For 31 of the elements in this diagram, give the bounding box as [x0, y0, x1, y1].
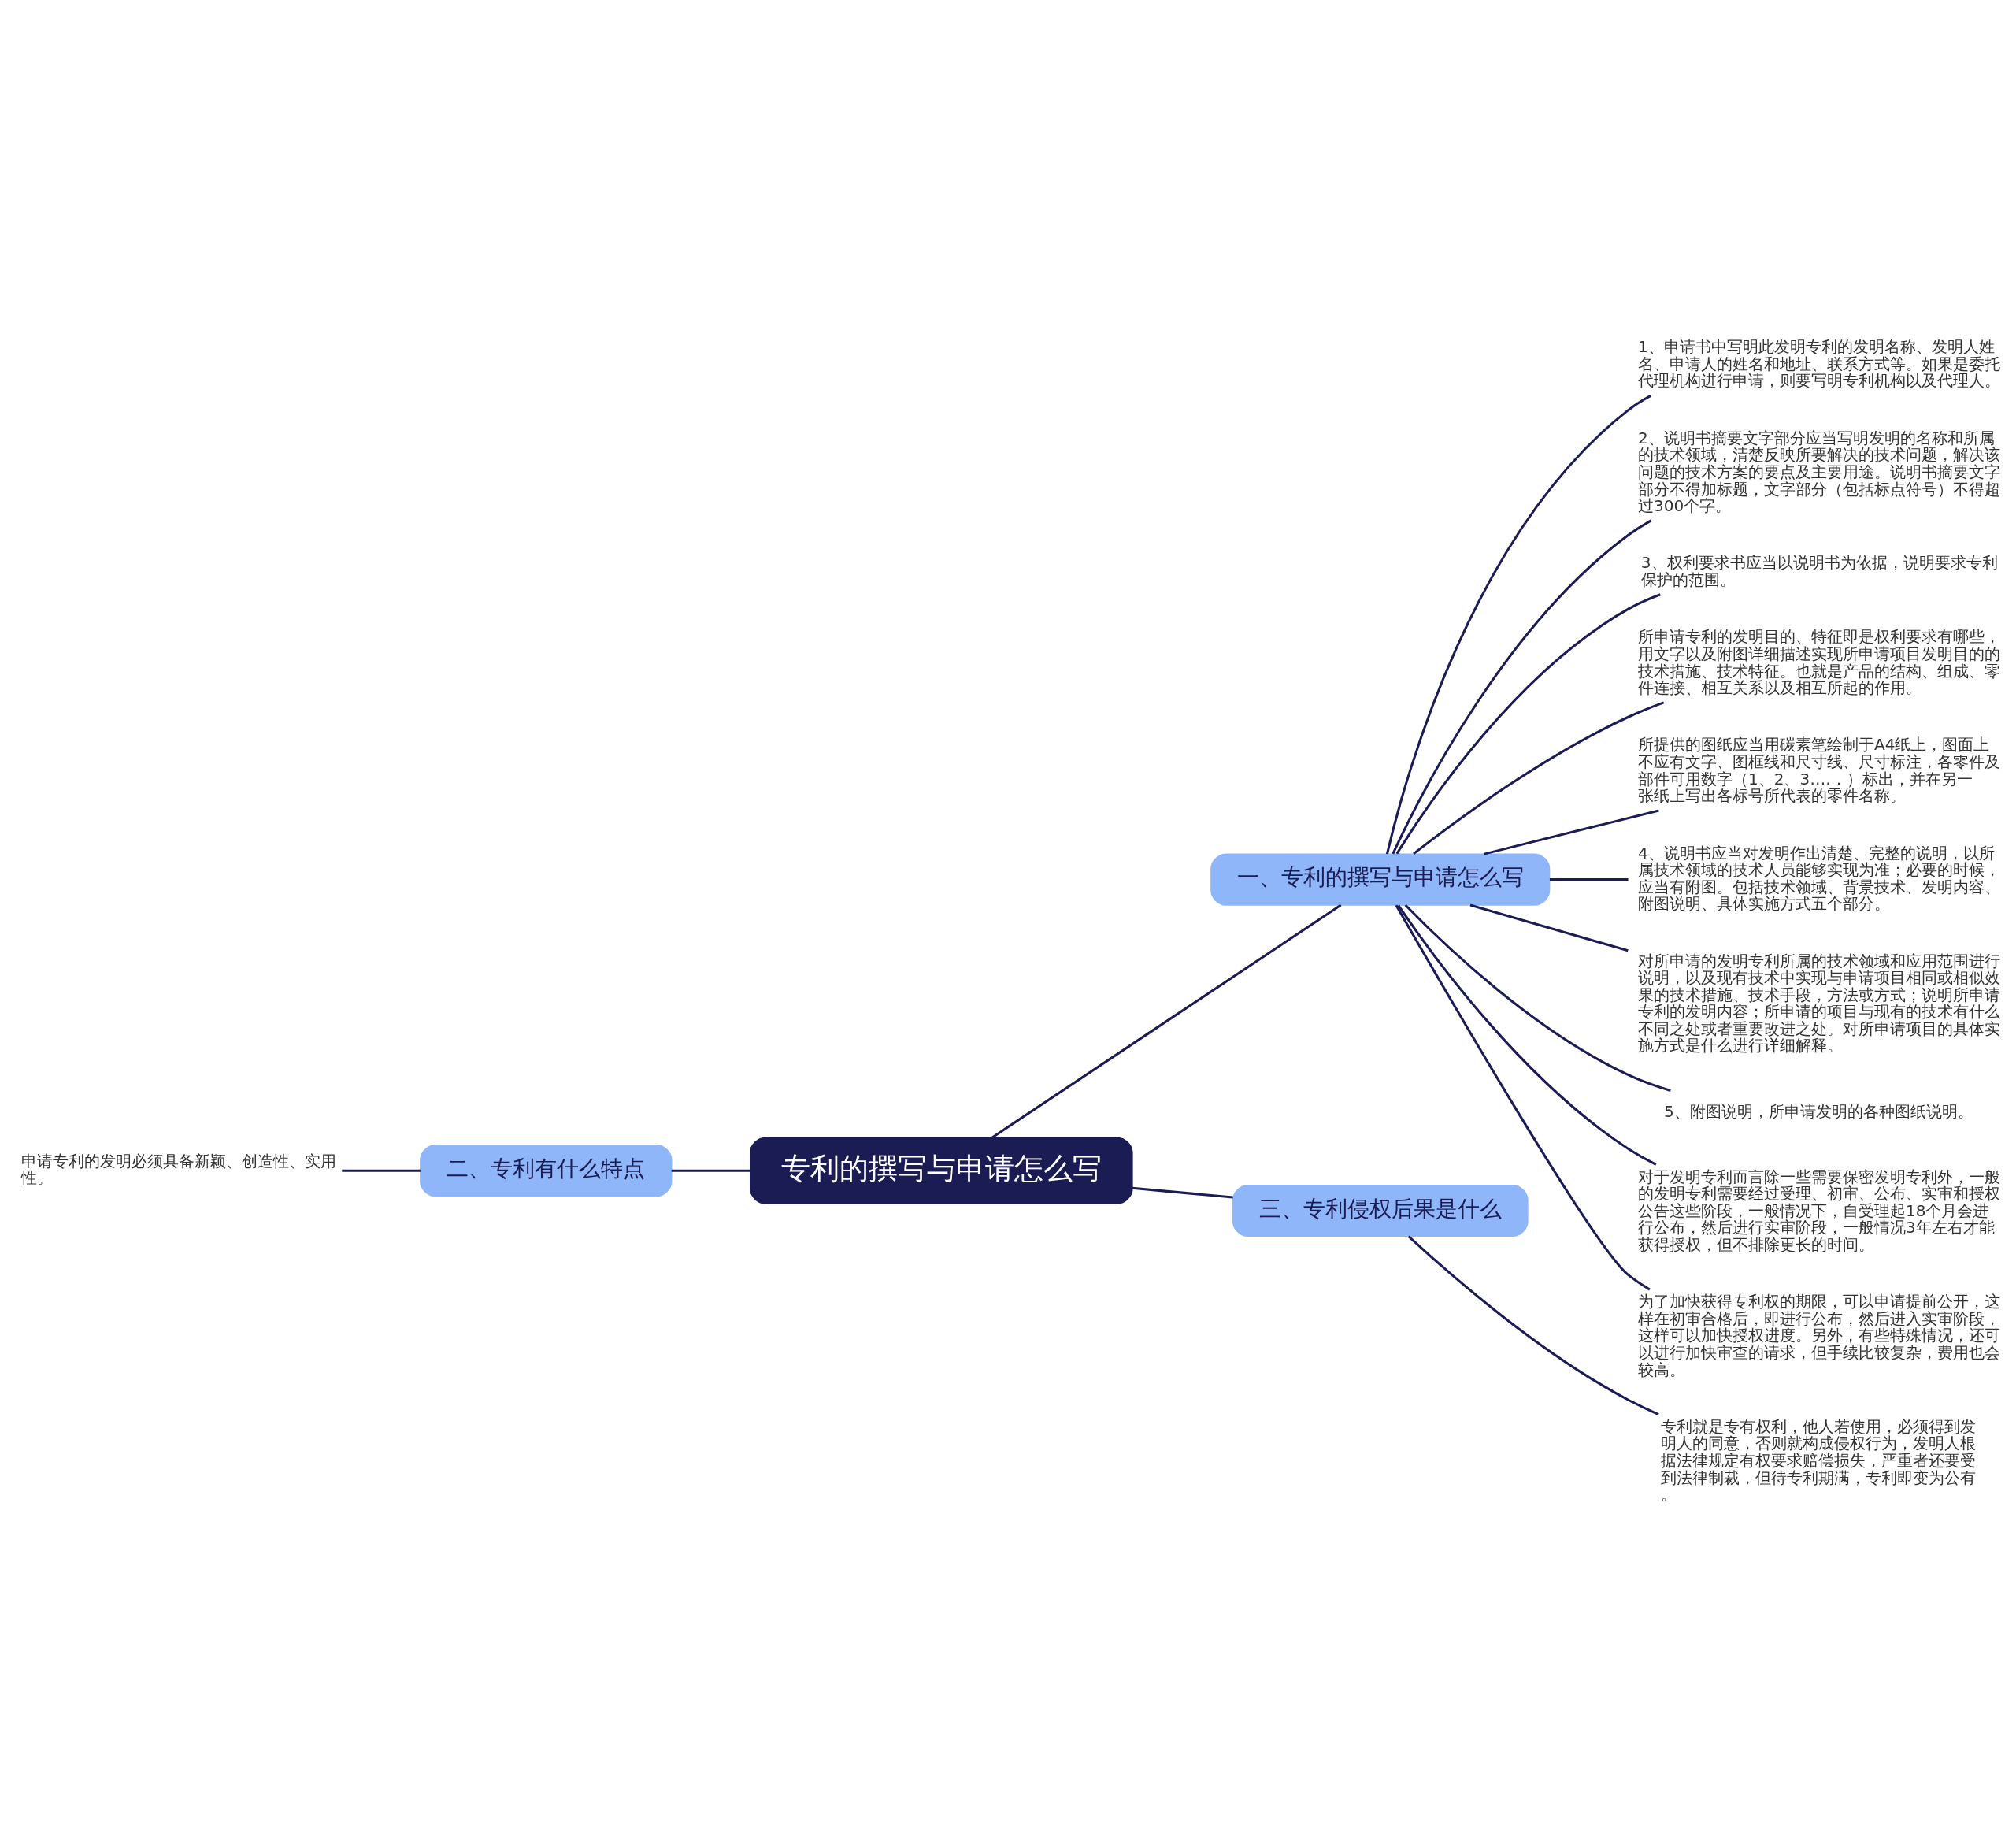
connector — [1484, 809, 1659, 855]
node-text: 申请专利的发明必须具备新颖、创造性、实用性。 — [21, 1151, 337, 1188]
connector — [1395, 904, 1651, 1291]
node-text: 对所申请的发明专利所属的技术领域和应用范围进行说明，以及现有技术中实现与申请项目相同或相似效果的技术措施、技术手段，方法或方式；说明所申请专利的发明内容；所申请的项目与现有的技术有什么不同之处或者重要改进之处。对所申请项目的具体实施方式是什么进行详细解释。 — [1638, 951, 2001, 1056]
node-text: 1、申请书中写明此发明专利的发明名称、发明人姓名、申请人的姓名和地址、联系方式等。如果是委托代理机构进行申请，则要写明专利机构以及代理人。 — [1638, 337, 2001, 391]
connector — [1404, 903, 1671, 1092]
connector — [1407, 1235, 1659, 1415]
node-text: 所申请专利的发明目的、特征即是权利要求有哪些，用文字以及附图详细描述实现所申请项目发明目的的技术措施、技术特征。也就是产品的结构、组成、零件连接、相互关系以及相互所起的作用。 — [1638, 627, 2001, 698]
connector — [342, 1169, 421, 1172]
node-text: 为了加快获得专利权的期限，可以申请提前公开，这样在初审合格后，即进行公布，然后进入实审阶段，这样可以加快授权进度。另外，有些特殊情况，还可以进行加快审查的请求，但手续比较复杂，费用也会较高。 — [1638, 1292, 2001, 1379]
node-text: 5、附图说明，所申请发明的各种图纸说明。 — [1664, 1101, 1973, 1121]
connector — [1385, 394, 1651, 855]
node-text: 对于发明专利而言除一些需要保密发明专利外，一般的发明专利需要经过受理、初审、公布、实审和授权公告这些阶段，一般情况下，自受理起18个月会进行公布，然后进行实审阶段，一般情况3年左右才能获得授权，但不排除更长的时间。 — [1638, 1167, 2001, 1254]
connector — [1469, 903, 1629, 952]
node-box: 专利的撰写与申请怎么写 — [750, 1137, 1133, 1204]
node-text: 3、权利要求书应当以说明书为依据，说明要求专利保护的范围。 — [1640, 553, 1998, 590]
node-box: 三、专利侵权后果是什么 — [1232, 1184, 1529, 1237]
node-text: 2、说明书摘要文字部分应当写明发明的名称和所属的技术领域，清楚反映所要解决的技术问题，解决该问题的技术方案的要点及主要用途。说明书摘要文字部分不得加标题，文字部分（包括标点符号）不得超过300个字。 — [1638, 428, 2001, 516]
connector — [1413, 701, 1665, 855]
node-text: 4、说明书应当对发明作出清楚、完整的说明，以所属技术领域的技术人员能够实现为准；必要的时候，应当有附图。包括技术领域、背景技术、发明内容、附图说明、具体实施方式五个部分。 — [1638, 843, 2001, 914]
connector — [1392, 519, 1652, 855]
connector — [1397, 904, 1657, 1166]
connector — [991, 903, 1342, 1139]
connector — [1549, 878, 1629, 881]
node-text: 所提供的图纸应当用碳素笔绘制于A4纸上，图面上不应有文字、图框线和尺寸线、尺寸标注，各零件及部件可用数字（1、2、3….．）标出，并在另一张纸上写出各标号所代表的零件名称。 — [1638, 735, 2001, 806]
node-box: 一、专利的撰写与申请怎么写 — [1210, 853, 1551, 906]
connector — [671, 1169, 750, 1172]
node-box: 二、专利有什么特点 — [420, 1145, 673, 1197]
connector — [1395, 593, 1661, 855]
connector — [1132, 1186, 1233, 1199]
node-text: 专利就是专有权利，他人若使用，必须得到发明人的同意，否则就构成侵权行为，发明人根据法律规定有权要求赔偿损失，严重者还要受到法律制裁，但待专利期满，专利即变为公有。 — [1661, 1416, 1977, 1505]
